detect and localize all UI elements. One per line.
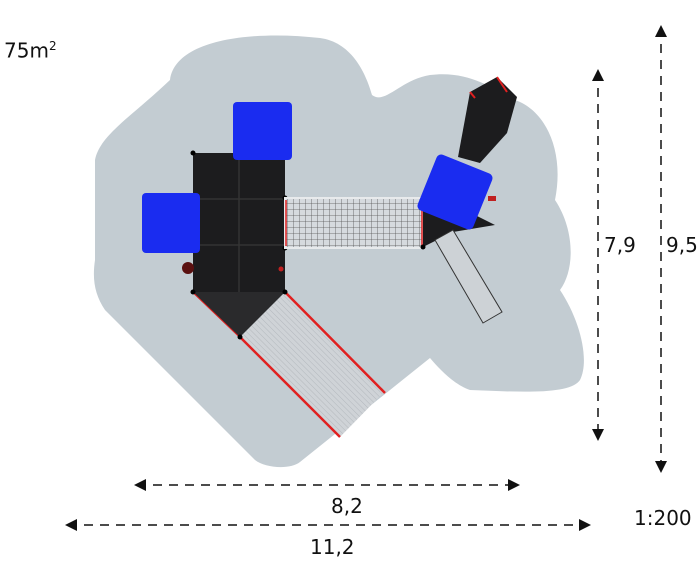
scale-label: 1:200 bbox=[634, 506, 692, 530]
tower-slide-platform bbox=[193, 292, 285, 337]
area-superscript: 2 bbox=[48, 39, 57, 53]
narrow-slide bbox=[434, 229, 503, 324]
slide-rail-right bbox=[284, 291, 386, 394]
slide-rail-left bbox=[239, 336, 341, 438]
wide-slide bbox=[240, 292, 383, 437]
area-label: 75m2 bbox=[4, 40, 57, 61]
roof-top bbox=[233, 102, 292, 160]
height-outer-label: 9,5 bbox=[666, 233, 698, 257]
width-inner-label: 8,2 bbox=[331, 494, 363, 518]
area-value: 75m bbox=[4, 38, 49, 63]
roof-right bbox=[417, 154, 493, 230]
steering-wheel bbox=[182, 262, 194, 274]
net-bridge bbox=[284, 197, 424, 249]
width-outer-label: 11,2 bbox=[310, 535, 355, 559]
roof-left bbox=[142, 193, 200, 253]
height-inner-label: 7,9 bbox=[604, 233, 636, 257]
stair-ramp bbox=[458, 77, 517, 163]
